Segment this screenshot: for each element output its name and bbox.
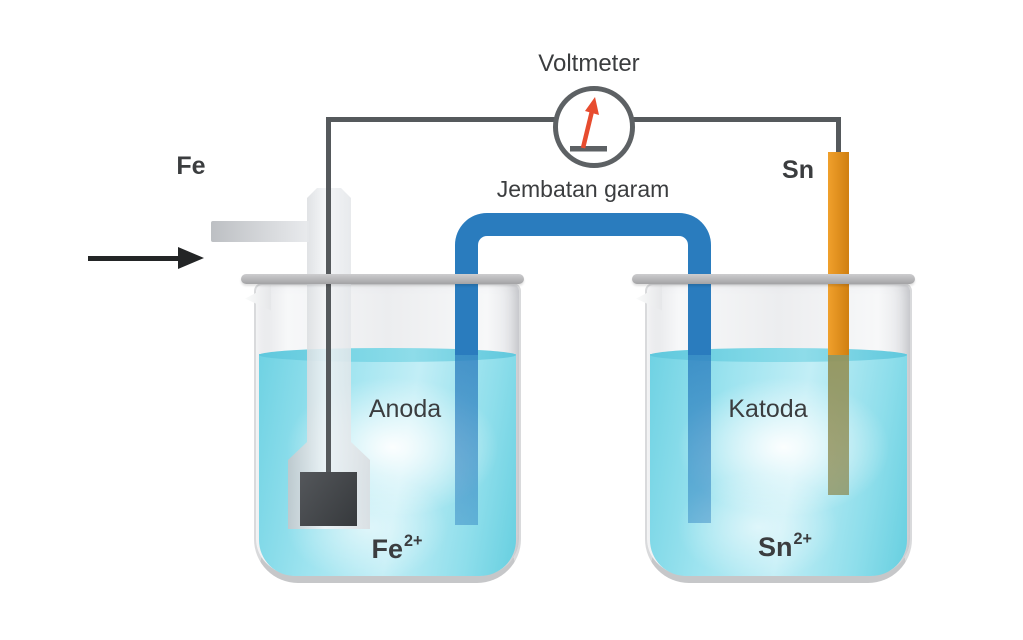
voltmeter-label: Voltmeter	[538, 50, 640, 77]
right-beaker-rim	[632, 274, 915, 284]
cathode-ion-charge: 2+	[793, 530, 812, 549]
iron-electrode	[300, 472, 357, 526]
cathode-ion-label: Sn2+	[735, 530, 835, 563]
voltmeter-icon	[553, 86, 635, 168]
cathode-metal-label: Sn	[782, 156, 814, 184]
tin-electrode	[828, 152, 849, 355]
voltmeter-needle-icon	[570, 97, 607, 152]
right-circuit-wire	[620, 117, 841, 122]
left-beaker-rim	[241, 274, 524, 284]
cathode-label: Katoda	[728, 395, 808, 423]
anode-ion-charge: 2+	[404, 532, 423, 551]
anode-label: Anoda	[368, 395, 442, 423]
tin-electrode-submerged	[828, 354, 849, 495]
salt-bridge-label: Jembatan garam	[496, 176, 670, 202]
salt-bridge	[455, 213, 711, 355]
salt-bridge-left-leg-submerged	[455, 354, 478, 525]
flow-arrow-line	[88, 256, 180, 261]
left-circuit-wire	[326, 117, 558, 122]
flow-arrow-icon	[178, 247, 204, 269]
anode-ion-label: Fe2+	[347, 532, 447, 565]
holder-side-arm	[211, 221, 309, 242]
right-electrode-wire	[836, 117, 841, 155]
cathode-ion-symbol: Sn	[758, 532, 793, 562]
salt-bridge-right-leg-submerged	[688, 354, 711, 523]
left-electrode-wire	[326, 117, 331, 474]
anode-metal-label: Fe	[176, 152, 206, 180]
anode-ion-symbol: Fe	[371, 534, 404, 564]
